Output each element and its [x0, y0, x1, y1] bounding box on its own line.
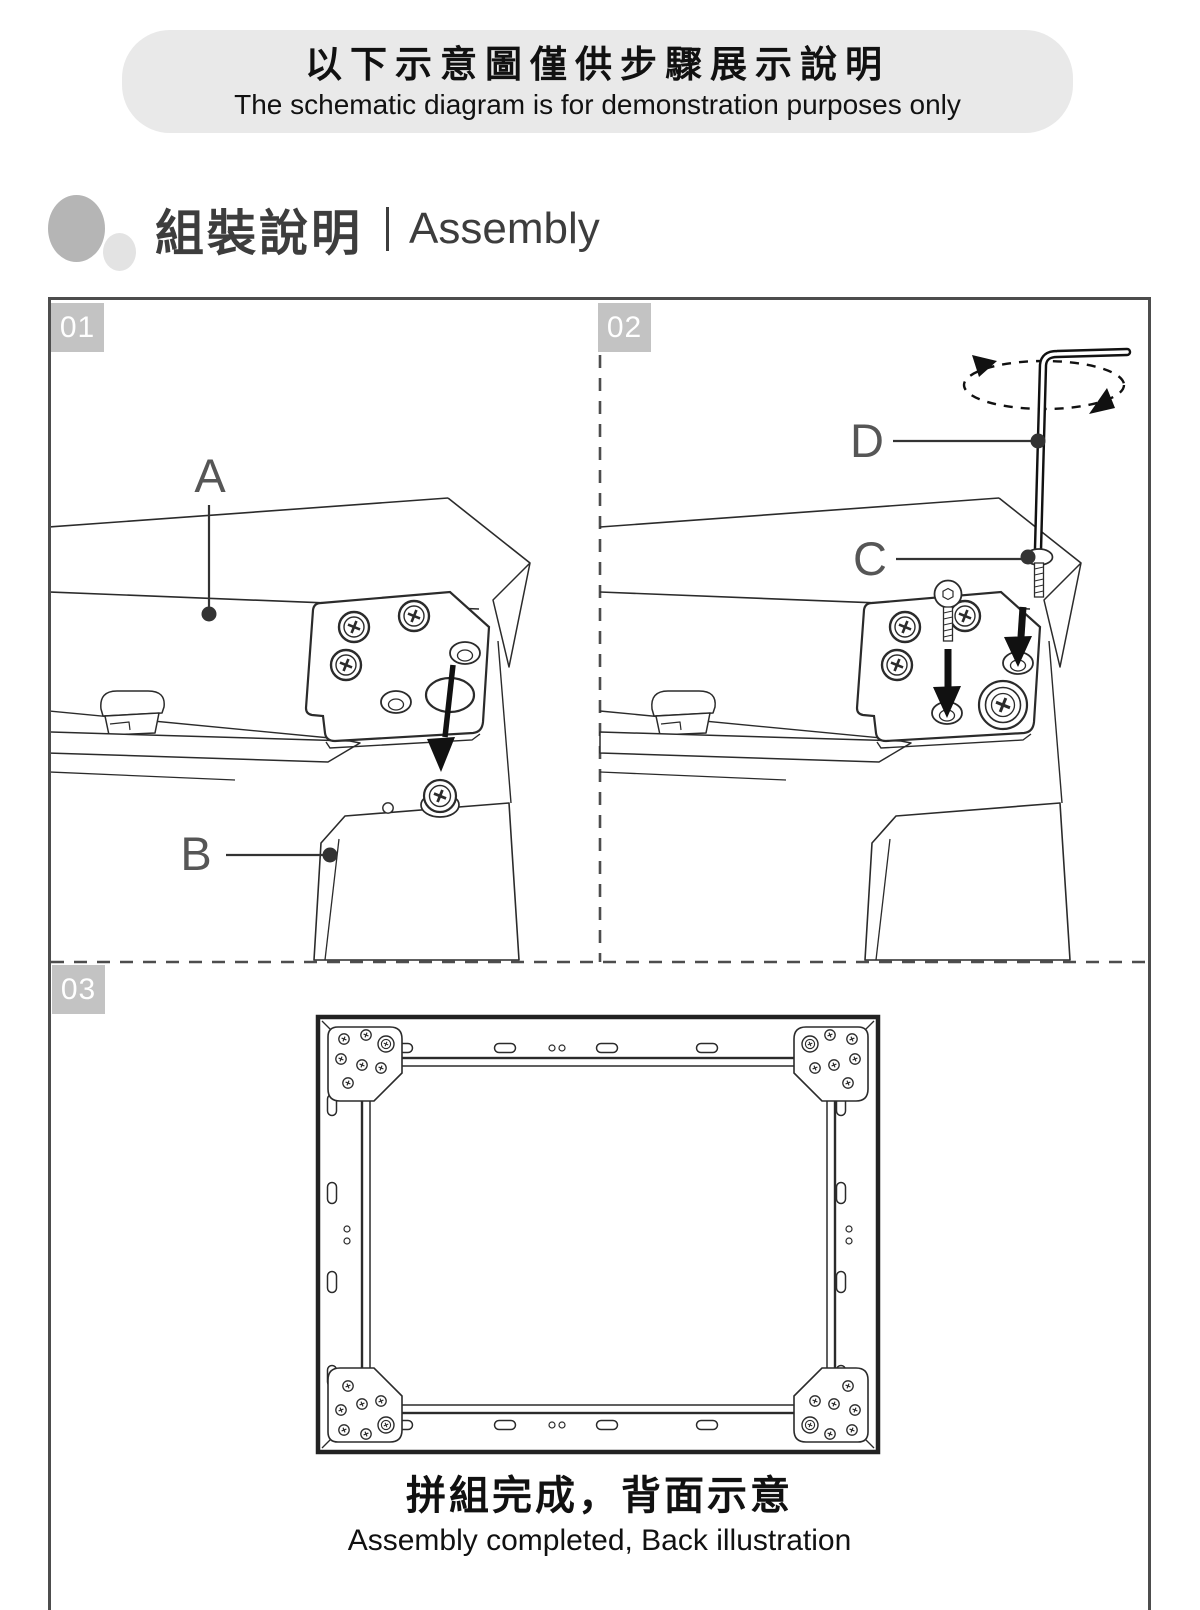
step-03-caption: 拼組完成，背面示意 Assembly completed, Back illus…: [51, 1470, 1148, 1560]
callout-dot: [201, 606, 217, 622]
section-title: 組裝說明 Assembly: [155, 196, 600, 262]
section-title-en: Assembly: [409, 204, 600, 253]
assembly-diagram-box: A B: [48, 297, 1151, 1610]
installed-screw: [420, 778, 460, 818]
frame-outer: [315, 1014, 881, 1455]
pilot-hole: [382, 802, 394, 814]
title-divider: [386, 207, 390, 251]
step-03-drawing: [315, 1014, 881, 1455]
step-badge-01: 01: [51, 303, 104, 352]
part-label-d: D: [850, 414, 884, 467]
panel-dividers: [51, 355, 1148, 964]
callout-part-b: B: [180, 827, 338, 880]
frame-pilot-holes: [343, 1044, 853, 1429]
caption-text-en: Assembly completed, Back illustration: [347, 1524, 852, 1557]
caption-text-zh: 拼組完成，背面示意: [406, 1474, 793, 1518]
down-arrow: [427, 664, 456, 772]
disclaimer-text-zh: 以下示意圖僅供步驟展示說明: [305, 44, 890, 86]
disclaimer-text-en: The schematic diagram is for demonstrati…: [234, 88, 961, 120]
down-arrow-left: [933, 649, 961, 718]
step-01-drawing: A B: [51, 449, 531, 961]
callout-part-d: D: [850, 414, 1046, 467]
down-arrow-right: [1004, 606, 1032, 667]
callout-part-c: C: [853, 532, 1036, 585]
callout-dot: [322, 847, 338, 863]
callout-dot: [1030, 433, 1046, 449]
step-02-drawing: D C: [599, 347, 1132, 961]
hex-socket-screw: [933, 579, 963, 642]
part-label-c: C: [853, 532, 887, 585]
part-label-b: B: [180, 827, 211, 880]
part-label-a: A: [194, 449, 226, 502]
callout-dot: [1020, 549, 1036, 565]
corner-bracket-plate: [306, 592, 489, 748]
callout-part-a: A: [194, 449, 226, 622]
decor-circle-dark: [48, 195, 105, 262]
step-badge-03: 03: [52, 965, 105, 1014]
step-badge-02: 02: [598, 303, 651, 352]
assembly-diagram-svg: A B: [51, 347, 1148, 1455]
decor-circle-light: [103, 233, 136, 271]
installed-bolt: [977, 679, 1029, 731]
disclaimer-banner: 以下示意圖僅供步驟展示說明 The schematic diagram is f…: [122, 30, 1073, 133]
section-title-zh: 組裝說明: [155, 206, 364, 261]
hex-key-icon: [1033, 347, 1132, 554]
